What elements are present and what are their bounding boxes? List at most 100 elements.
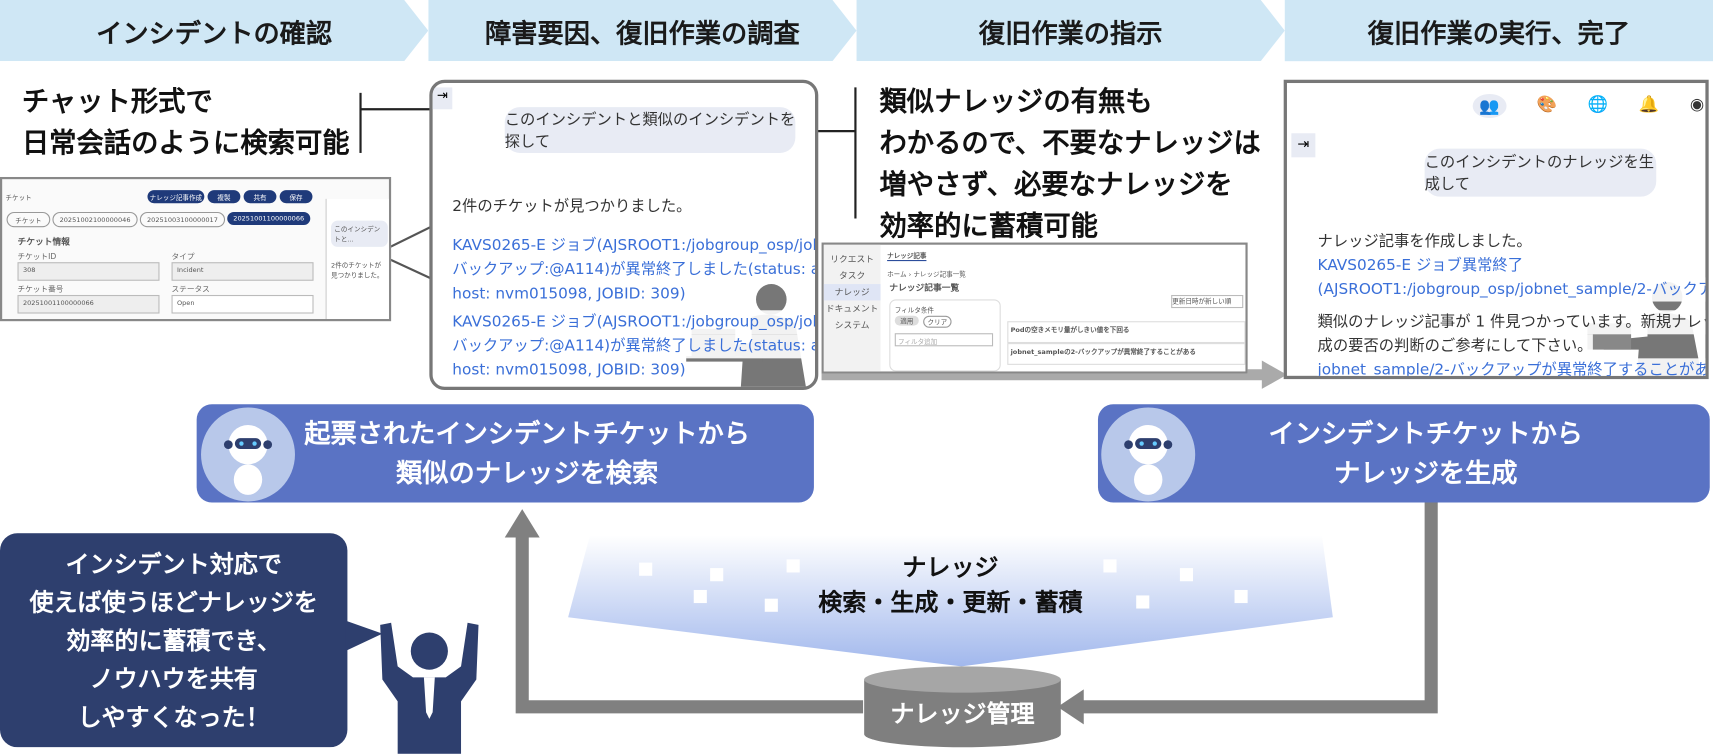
breadcrumb-home[interactable]: ホーム (887, 270, 907, 279)
filter-title: フィルタ条件 (894, 306, 934, 315)
businessman-icon (380, 622, 479, 754)
generate-banner: インシデントチケットからナレッジを生成 (1097, 404, 1710, 503)
ticket-tab[interactable]: チケット (6, 211, 51, 228)
database-icon (864, 666, 1061, 748)
note-line: わかるので、不要なナレッジは (879, 126, 1261, 159)
step-3: 復旧作業の指示 (857, 0, 1285, 61)
ticket-info-heading: チケット情報 (17, 237, 70, 247)
user-query-bubble: このインシデントのナレッジを生成して (1424, 148, 1657, 197)
bell-icon[interactable]: 🔔 (1638, 93, 1660, 114)
expand-panel-icon[interactable]: ⇥ (432, 87, 453, 110)
user-query-bubble: このインシデントと類似のインシデントを探して (504, 107, 796, 153)
note-line: チャット形式で (21, 85, 213, 117)
duplicate-button[interactable]: 複製 (207, 190, 241, 204)
response-line: 類似のナレッジ記事が 1 件見つかっています。新規ナレッジ記事作 (1317, 310, 1706, 335)
apply-button[interactable]: 適用 (894, 315, 919, 326)
step-4: 復旧作業の実行、完了 (1284, 0, 1713, 62)
ticket-id-field[interactable]: 308 (17, 262, 160, 281)
ticket-number-label: チケット番号 (17, 285, 64, 294)
knowledge-sidebar: リクエスト タスク ナレッジ ドキュメント システム (823, 244, 881, 372)
center-label: ナレッジ 検索・生成・更新・蓄積 (765, 552, 1136, 622)
knowledge-management-label: ナレッジ管理 (890, 701, 1035, 729)
knowledge-screen: リクエスト タスク ナレッジ ドキュメント システム ナレッジ記事 ホーム › … (821, 242, 1248, 374)
knowledge-tab[interactable]: ナレッジ記事 (887, 250, 927, 262)
users-icon[interactable]: 👥 (1472, 93, 1507, 118)
account-icon[interactable]: ◉ (1689, 93, 1705, 114)
testimonial-text: インシデント対応で 使えば使うほどナレッジを 効率的に蓄積でき、 ノウハウを共有… (0, 546, 347, 737)
note-line: 日常会話のように検索可能 (21, 126, 350, 159)
generated-link[interactable]: (AJSROOT1:/jobgroup_osp/jobnet_sample/2-… (1317, 277, 1706, 302)
filter-panel: フィルタ条件 適用 クリア フィルタ追加 (889, 299, 1001, 372)
link-line[interactable]: KAVS0265-E ジョブ(AJSROOT1:/jobgroup_osp/jo… (452, 233, 816, 258)
ticket-tab[interactable]: 20251003100000017 (139, 211, 226, 228)
robot-icon (1101, 407, 1196, 502)
save-button[interactable]: 保存 (279, 190, 313, 204)
banner-line: インシデントチケットから (1268, 418, 1584, 450)
note-line: 増やさず、必要なナレッジを (879, 168, 1233, 200)
type-field[interactable]: Incident (171, 262, 314, 281)
knowledge-item[interactable]: jobnet_sampleの2-バックアップが異常終了することがある (1007, 343, 1246, 365)
top-icons: 👥 🎨 🌐 🔔 ◉ (1472, 93, 1705, 118)
clear-button[interactable]: クリア (923, 315, 952, 328)
side-item[interactable]: システム (834, 320, 870, 330)
note-line: 効率的に蓄積可能 (879, 209, 1098, 242)
banner-line: 起票されたインシデントチケットから (304, 418, 751, 450)
response-line: 成の要否の判断のご参考にして下さい。 (1317, 334, 1593, 359)
generated-link[interactable]: KAVS0265-E ジョブ異常終了 (1317, 253, 1524, 278)
globe-icon[interactable]: 🌐 (1587, 93, 1609, 114)
ticket-number-field[interactable]: 20251001100000066 (17, 294, 160, 314)
side-item[interactable]: ドキュメント (825, 303, 879, 314)
knowledge-list-title: ナレッジ記事一覧 (889, 282, 960, 293)
status-field[interactable]: Open (171, 294, 314, 314)
side-item[interactable]: リクエスト (830, 254, 874, 265)
ticket-tab-active[interactable]: 20251001100000066 (227, 211, 311, 226)
response-line: ナレッジ記事を作成しました。 (1317, 229, 1532, 254)
mini-chat-query: このインシデントと... (331, 220, 388, 247)
result-text: 2件のチケットが見つかりました。 (452, 194, 692, 219)
link-line[interactable]: host: nvm015098, JOBID: 309) (452, 281, 686, 306)
link-line[interactable]: host: nvm015098, JOBID: 309) (452, 358, 686, 383)
right-note: 類似ナレッジの有無も わかるので、不要なナレッジは 増やさず、必要なナレッジを … (879, 81, 1260, 247)
link-line[interactable]: バックアップ:@A114)が異常終了しました(status: a, code: … (452, 334, 816, 359)
ticket-id-label: チケットID (17, 252, 57, 262)
speech-bubble (0, 533, 383, 748)
type-label: タイプ (171, 252, 195, 262)
ticket-screen-title: チケット (5, 194, 32, 203)
filter-select[interactable]: フィルタ追加 (894, 333, 994, 347)
result-text-wrap: 2件のチケットが見つかりました。 (452, 194, 692, 219)
status-label: ステータス (171, 285, 210, 294)
generate-response: ナレッジ記事を作成しました。 KAVS0265-E ジョブ異常終了 (AJSRO… (1317, 229, 1706, 376)
result-link-2[interactable]: KAVS0265-E ジョブ(AJSROOT1:/jobgroup_osp/jo… (452, 310, 816, 383)
expand-panel-icon[interactable]: ⇥ (1291, 133, 1316, 158)
knowledge-item[interactable]: Podの空きメモリ量がしきい値を下回る (1007, 321, 1246, 344)
share-button[interactable]: 共有 (243, 190, 277, 204)
link-line[interactable]: KAVS0265-E ジョブ(AJSROOT1:/jobgroup_osp/jo… (452, 310, 816, 335)
mini-chat-result: 2件のチケットが見つかりました。 (331, 262, 384, 280)
ticket-tab[interactable]: 20251002100000046 (52, 211, 138, 228)
testimonial-line: しやすくなった！ (77, 704, 270, 732)
sort-select[interactable]: 更新日時が新しい順 (1171, 294, 1244, 309)
testimonial-line: 効率的に蓄積でき、 (66, 628, 282, 656)
step-1: インシデントの確認 (0, 0, 428, 61)
banner-line: 類似のナレッジを検索 (396, 457, 659, 489)
result-link-1[interactable]: KAVS0265-E ジョブ(AJSROOT1:/jobgroup_osp/jo… (452, 233, 816, 306)
palette-icon[interactable]: 🎨 (1536, 93, 1558, 114)
ticket-screen: チケット ナレッジ記事作成 複製 共有 保存 チケット 202510021000… (0, 176, 392, 322)
testimonial-line: ノウハウを共有 (89, 666, 258, 694)
side-item[interactable]: タスク (839, 270, 866, 281)
banner-line: ナレッジを生成 (1333, 457, 1518, 489)
robot-icon (201, 407, 295, 502)
mini-chat-panel: このインシデントと... 2件のチケットが見つかりました。 (325, 198, 389, 320)
center-line: ナレッジ (902, 554, 999, 583)
create-knowledge-button[interactable]: ナレッジ記事作成 (147, 190, 205, 204)
search-chat-window: ⇥ このインシデントと類似のインシデントを探して 2件のチケットが見つかりました… (429, 79, 819, 391)
testimonial-line: 使えば使うほどナレッジを (29, 589, 318, 618)
similar-link[interactable]: jobnet_sample/2-バックアップが異常終了することがあ (1317, 358, 1706, 376)
step-2: 障害要因、復旧作業の調査 (428, 0, 856, 61)
testimonial-line: インシデント対応で (65, 551, 282, 580)
link-line[interactable]: バックアップ:@A114)が異常終了しました(status: a, code: … (452, 257, 816, 282)
center-line: 検索・生成・更新・蓄積 (818, 589, 1083, 618)
side-item[interactable]: ナレッジ (823, 284, 881, 301)
